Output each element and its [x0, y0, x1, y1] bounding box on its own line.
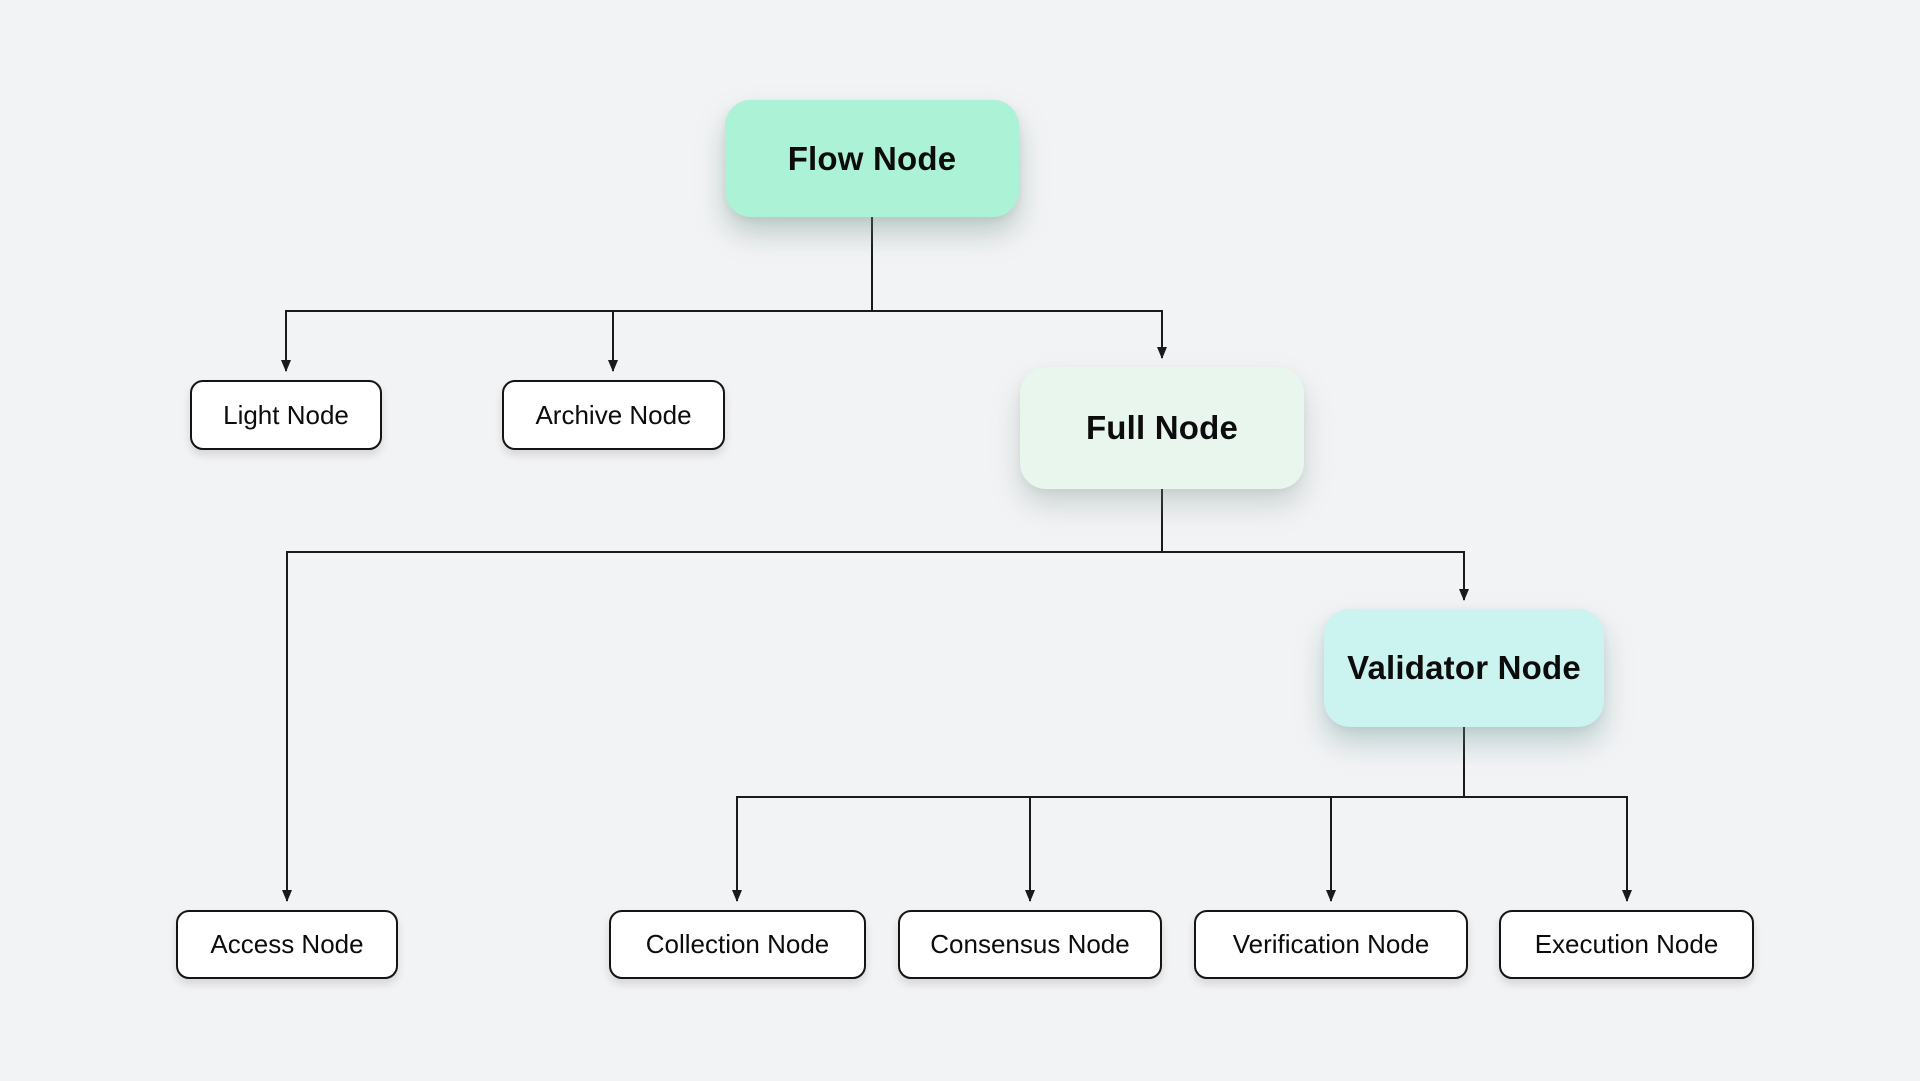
node-access: Access Node — [176, 910, 398, 979]
node-collection-label: Collection Node — [645, 929, 830, 959]
node-validator-label: Validator Node — [1347, 649, 1581, 686]
node-full: Full Node — [1020, 367, 1304, 489]
node-consensus-label: Consensus Node — [930, 929, 1130, 959]
node-verification: Verification Node — [1194, 910, 1468, 979]
node-collection: Collection Node — [609, 910, 866, 979]
node-archive-label: Archive Node — [535, 399, 692, 430]
node-execution: Execution Node — [1499, 910, 1754, 979]
node-validator: Validator Node — [1324, 609, 1604, 727]
node-flow-label: Flow Node — [787, 139, 957, 177]
node-consensus: Consensus Node — [898, 910, 1162, 979]
node-archive: Archive Node — [502, 380, 725, 450]
node-light: Light Node — [190, 380, 382, 450]
node-light-label: Light Node — [223, 399, 349, 430]
node-flow: Flow Node — [725, 100, 1019, 217]
node-execution-label: Execution Node — [1534, 929, 1719, 959]
node-verification-label: Verification Node — [1232, 929, 1430, 959]
node-access-label: Access Node — [210, 929, 364, 959]
node-full-label: Full Node — [1085, 409, 1239, 446]
